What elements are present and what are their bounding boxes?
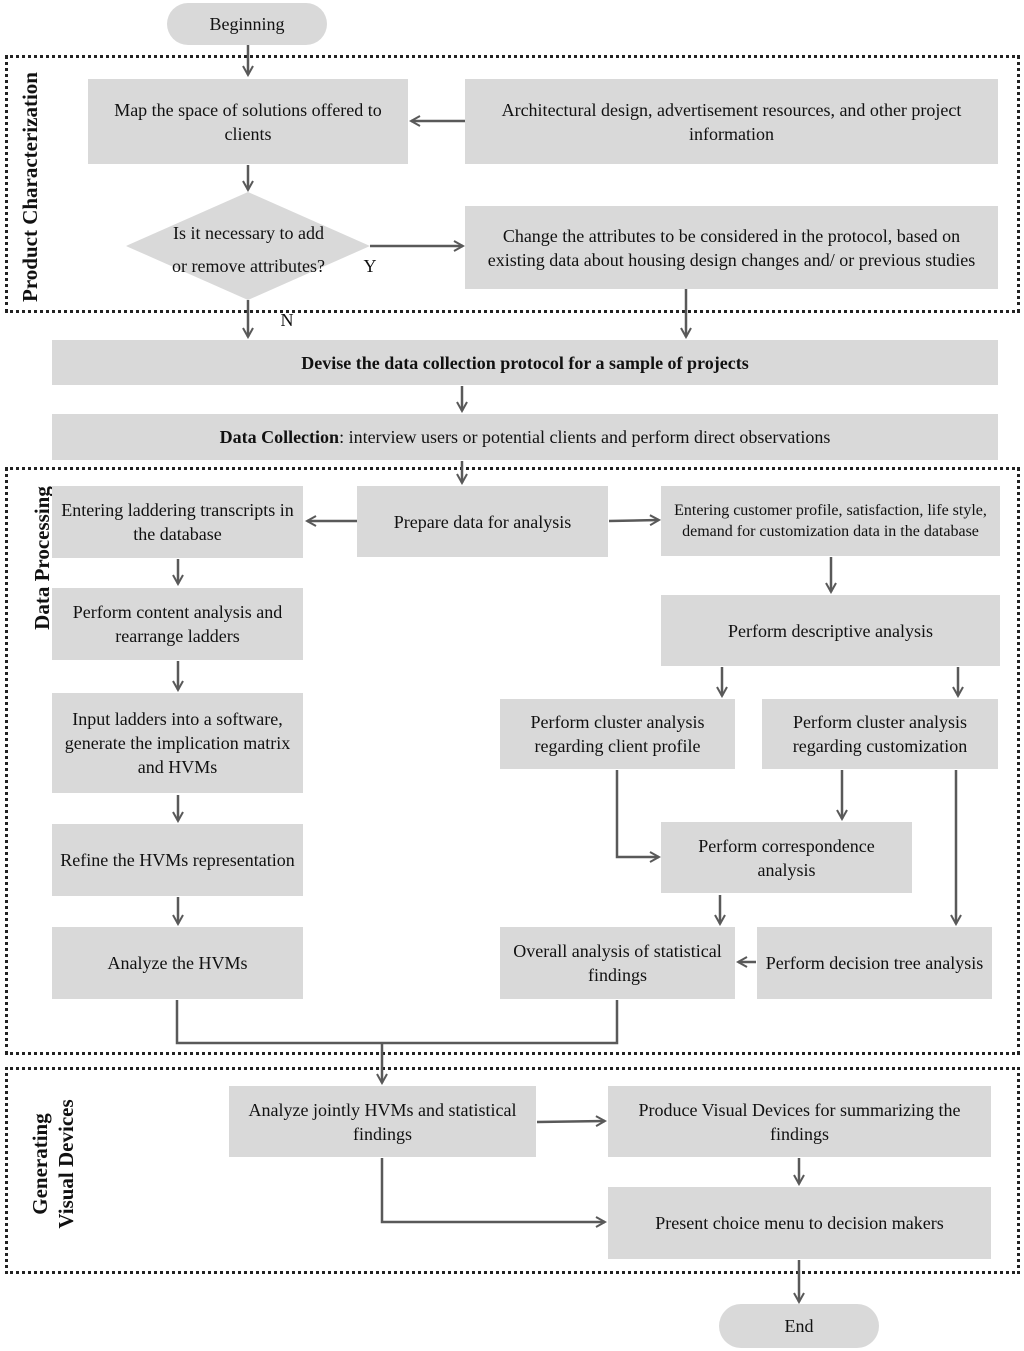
data-collection-box: Data Collection: interview users or pote…: [52, 414, 998, 460]
prepare-data-box: Prepare data for analysis: [357, 486, 608, 557]
architectural-design-box: Architectural design, advertisement reso…: [465, 79, 998, 164]
arrow-jointly-to-present: [380, 1158, 605, 1222]
decision-diamond: [126, 192, 370, 300]
data-processing-frame: [5, 467, 1020, 1055]
analyze-jointly-box: Analyze jointly HVMs and statistical fin…: [229, 1086, 536, 1157]
product-characterization-frame: [5, 55, 1020, 313]
end-terminal: End: [719, 1304, 879, 1348]
generating-visual-devices-frame: [5, 1067, 1020, 1274]
arrow-merge-to-jointly: [175, 1000, 619, 1083]
data-collection-description: : interview users or potential clients a…: [339, 427, 831, 447]
branch-label-no: N: [280, 310, 294, 330]
present-choice-menu-box: Present choice menu to decision makers: [608, 1187, 991, 1259]
entering-laddering-box: Entering laddering transcripts in the da…: [52, 486, 303, 558]
map-space-box: Map the space of solutions offered to cl…: [88, 79, 408, 164]
overall-statistical-box: Overall analysis of statistical findings: [500, 927, 735, 999]
refine-hvms-box: Refine the HVMs representation: [52, 824, 303, 896]
arrow-prepare-to-customer: [608, 520, 659, 521]
change-attributes-box: Change the attributes to be considered i…: [465, 206, 998, 289]
content-analysis-box: Perform content analysis and rearrange l…: [52, 588, 303, 660]
input-ladders-box: Input ladders into a software, generate …: [52, 693, 303, 793]
cluster-client-box: Perform cluster analysis regarding clien…: [500, 699, 735, 769]
arrow-jointly-to-produce: [536, 1121, 605, 1122]
cluster-customization-box: Perform cluster analysis regarding custo…: [762, 699, 998, 769]
arrow-cluster-client-to-correspondence: [615, 770, 659, 857]
devise-protocol-box: Devise the data collection protocol for …: [52, 340, 998, 385]
branch-label-yes: Y: [363, 256, 377, 276]
correspondence-analysis-box: Perform correspondence analysis: [661, 822, 912, 893]
entering-customer-box: Entering customer profile, satisfaction,…: [661, 486, 1000, 556]
decision-tree-box: Perform decision tree analysis: [757, 927, 992, 999]
decision-line2: or remove attributes?: [172, 256, 325, 276]
data-collection-label: Data Collection: [219, 427, 340, 447]
produce-visual-devices-box: Produce Visual Devices for summarizing t…: [608, 1086, 991, 1157]
decision-line1: Is it necessary to add: [173, 223, 324, 243]
decision-text: Is it necessary to add or remove attribu…: [126, 217, 371, 283]
descriptive-analysis-box: Perform descriptive analysis: [661, 595, 1000, 666]
start-terminal: Beginning: [167, 3, 327, 45]
analyze-hvms-box: Analyze the HVMs: [52, 927, 303, 999]
